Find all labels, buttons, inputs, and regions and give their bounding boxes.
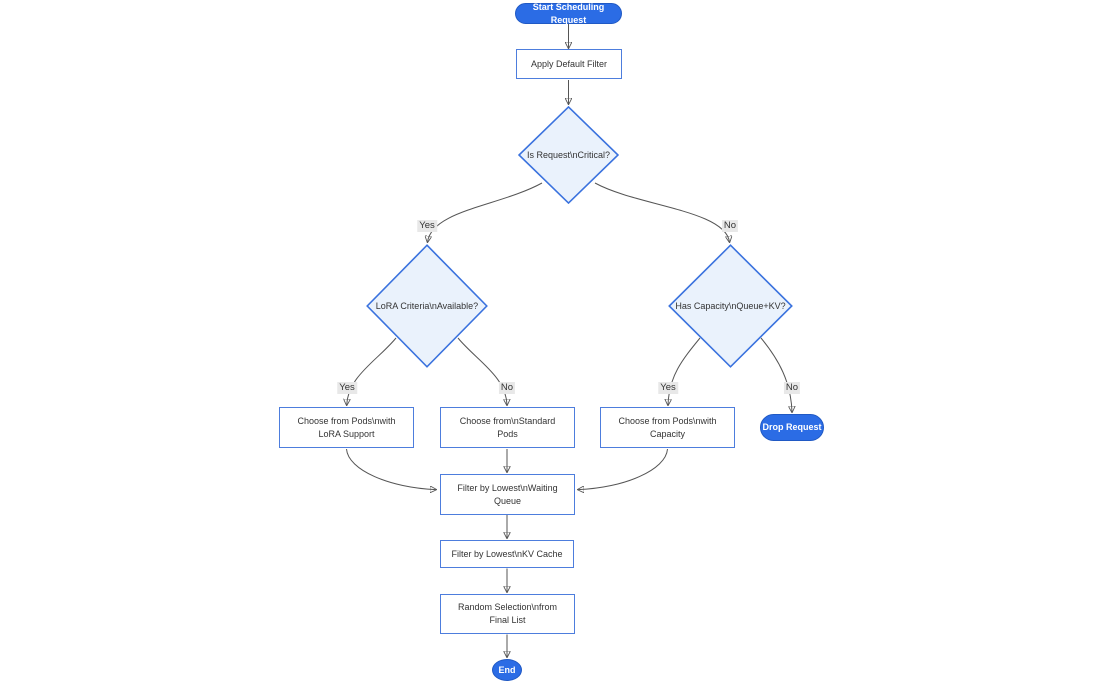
node-apply-default-filter-label: Apply Default Filter	[530, 58, 608, 69]
node-drop-request-label: Drop Request	[762, 422, 822, 432]
node-drop-request: Drop Request	[760, 414, 824, 441]
edge-lora-no	[457, 337, 507, 405]
node-start-label: Start Scheduling Request	[532, 1, 605, 25]
node-is-request-critical: Is Request\nCritical?	[518, 106, 619, 204]
edge-label-capacity-no: No	[783, 382, 801, 394]
node-apply-default-filter: Apply Default Filter	[516, 49, 622, 79]
node-end: End	[492, 659, 522, 681]
edge-iscritical-yes	[428, 182, 543, 242]
edge-iscritical-no	[594, 182, 730, 242]
node-lora-criteria-available: LoRA Criteria\nAvailable?	[366, 244, 488, 368]
node-filter-lowest-kv-cache-label: Filter by Lowest\nKV Cache	[451, 548, 563, 559]
node-choose-pods-lora-support-label: Choose from Pods\nwith LoRA Support	[297, 415, 396, 439]
node-has-capacity-queue-kv: Has Capacity\nQueue+KV?	[668, 244, 793, 368]
node-random-selection-final-list-label: Random Selection\nfrom Final List	[457, 602, 558, 625]
node-filter-lowest-kv-cache: Filter by Lowest\nKV Cache	[440, 540, 574, 568]
node-filter-lowest-waiting-queue-label: Filter by Lowest\nWaiting Queue	[457, 482, 558, 506]
diamond-shape	[518, 106, 619, 204]
edge-label-capacity-yes: Yes	[658, 382, 678, 394]
edge-label-lora-no: No	[498, 382, 516, 394]
node-is-request-critical-label: Is Request\nCritical?	[526, 149, 611, 160]
edge-choosecapacity-filterqueue	[578, 448, 668, 490]
edge-label-critical-yes: Yes	[417, 220, 437, 232]
edge-chooselora-filterqueue	[346, 448, 437, 490]
node-lora-criteria-available-label: LoRA Criteria\nAvailable?	[375, 300, 479, 311]
node-has-capacity-queue-kv-label: Has Capacity\nQueue+KV?	[675, 300, 786, 311]
node-choose-pods-capacity: Choose from Pods\nwith Capacity	[600, 407, 735, 448]
node-choose-pods-capacity-label: Choose from Pods\nwith Capacity	[618, 415, 717, 439]
diamond-shape	[366, 244, 488, 368]
node-choose-pods-lora-support: Choose from Pods\nwith LoRA Support	[279, 407, 414, 448]
edge-label-critical-no: No	[721, 220, 739, 232]
node-random-selection-final-list: Random Selection\nfrom Final List	[440, 594, 575, 634]
node-filter-lowest-waiting-queue: Filter by Lowest\nWaiting Queue	[440, 474, 575, 515]
diamond-shape	[668, 244, 793, 368]
edge-capacity-no	[760, 337, 792, 412]
node-choose-standard-pods-label: Choose from\nStandard Pods	[459, 415, 556, 439]
edge-lora-yes	[347, 337, 397, 405]
edge-label-lora-yes: Yes	[337, 382, 357, 394]
node-end-label: End	[498, 664, 516, 675]
edge-capacity-yes	[668, 337, 701, 405]
node-choose-standard-pods: Choose from\nStandard Pods	[440, 407, 575, 448]
node-start: Start Scheduling Request	[515, 1, 622, 25]
